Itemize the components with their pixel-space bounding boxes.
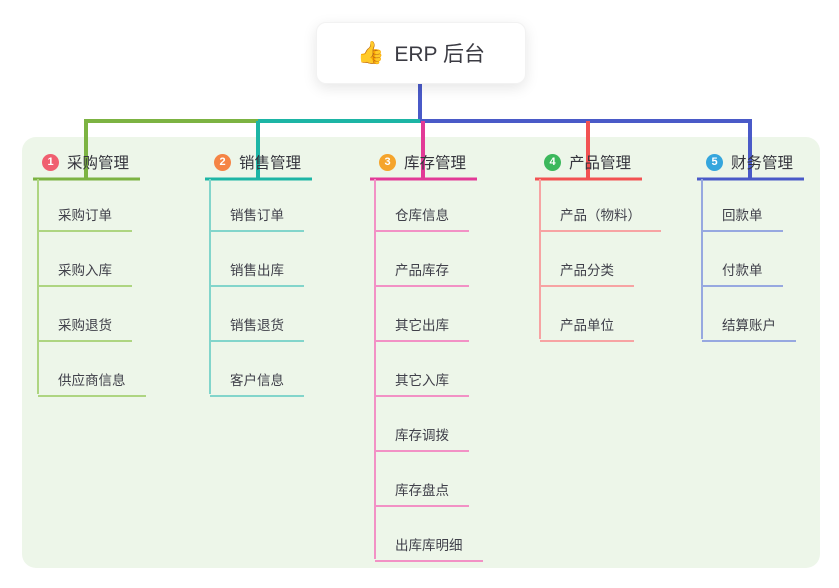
root-label: ERP 后台 [394,43,486,66]
branch-label: 库存管理 [404,155,467,172]
child-node[interactable]: 产品（物料） [540,206,661,232]
child-node[interactable]: 库存调拨 [375,426,469,452]
child-node[interactable]: 付款单 [702,261,783,287]
child-node[interactable]: 产品单位 [540,316,634,342]
child-node[interactable]: 其它入库 [375,371,469,397]
mindmap-panel [22,137,820,568]
child-node[interactable]: 回款单 [702,206,783,232]
branch-number-badge: 2 [214,153,231,171]
child-node[interactable]: 产品库存 [375,261,469,287]
root-node[interactable]: 👍 ERP 后台 [316,22,526,84]
branch-label: 销售管理 [239,155,302,172]
branch-label: 采购管理 [67,155,130,172]
child-node[interactable]: 仓库信息 [375,206,469,232]
child-node[interactable]: 采购退货 [38,316,132,342]
child-node[interactable]: 销售出库 [210,261,304,287]
branch-number-badge: 5 [706,153,723,171]
child-node[interactable]: 采购订单 [38,206,132,232]
branch-number-badge: 4 [544,153,561,171]
branch-label: 财务管理 [731,155,794,172]
child-node[interactable]: 产品分类 [540,261,634,287]
child-node[interactable]: 客户信息 [210,371,304,397]
child-node[interactable]: 其它出库 [375,316,469,342]
child-node[interactable]: 供应商信息 [38,371,146,397]
thumbs-up-icon: 👍 [356,40,385,65]
branch-node[interactable]: 5 财务管理 [697,149,793,175]
child-node[interactable]: 结算账户 [702,316,796,342]
branch-node[interactable]: 3 库存管理 [370,149,466,175]
branch-node[interactable]: 4 产品管理 [535,149,631,175]
branch-number-badge: 1 [42,153,59,171]
branch-node[interactable]: 2 销售管理 [205,149,301,175]
child-node[interactable]: 采购入库 [38,261,132,287]
branch-number-badge: 3 [379,153,396,171]
child-node[interactable]: 销售退货 [210,316,304,342]
child-node[interactable]: 出库库明细 [375,536,483,562]
child-node[interactable]: 销售订单 [210,206,304,232]
child-node[interactable]: 库存盘点 [375,481,469,507]
branch-node[interactable]: 1 采购管理 [33,149,129,175]
branch-label: 产品管理 [569,155,632,172]
